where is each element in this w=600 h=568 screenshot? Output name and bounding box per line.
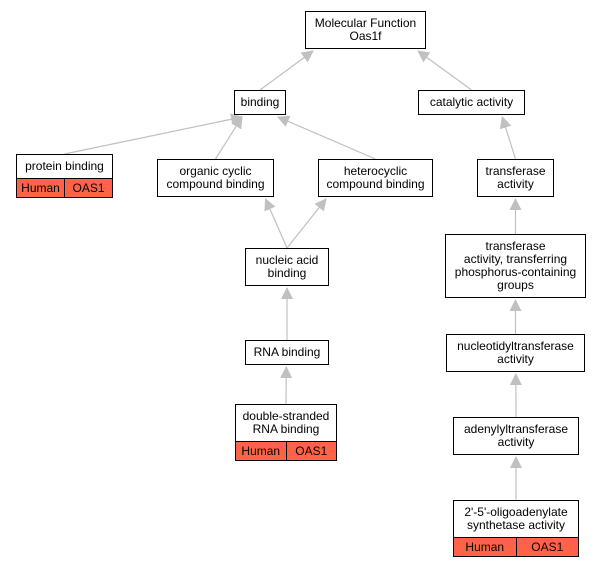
node-nucleic-acid-binding[interactable]: nucleic acid binding bbox=[245, 248, 329, 286]
annotation-gene: OAS1 bbox=[64, 179, 112, 197]
edge-nucleic_acid_binding-to-organic_cyclic_compound_binding bbox=[264, 198, 288, 249]
node-organic-cyclic-compound-binding[interactable]: organic cyclic compound binding bbox=[157, 159, 274, 197]
edge-organic_cyclic_compound_binding-to-binding bbox=[214, 116, 243, 160]
node-transferase-activity[interactable]: transferase activity bbox=[477, 159, 554, 197]
edge-catalytic_activity-to-mf_root bbox=[417, 50, 472, 91]
node-rna-binding[interactable]: RNA binding bbox=[245, 340, 329, 365]
node-label: binding bbox=[240, 95, 280, 109]
node-label: nucleic acid binding bbox=[255, 253, 319, 280]
annotation-species: Human bbox=[21, 181, 60, 195]
node-label: 2'-5'-oligoadenylate synthetase activity bbox=[464, 505, 568, 532]
node-label: protein binding bbox=[25, 159, 104, 173]
node-double-stranded-rna-binding[interactable]: double-stranded RNA binding Human OAS1 bbox=[235, 404, 337, 461]
node-molecular-function-root[interactable]: Molecular Function Oas1f bbox=[305, 11, 426, 49]
annotation-gene: OAS1 bbox=[515, 538, 579, 556]
edge-nucleic_acid_binding-to-heterocyclic_compound_binding bbox=[286, 198, 327, 249]
node-transferase-activity-phosphorus[interactable]: transferase activity, transferring phosp… bbox=[445, 234, 586, 298]
node-label: catalytic activity bbox=[429, 95, 514, 109]
node-label: heterocyclic compound binding bbox=[326, 164, 425, 191]
node-label: transferase activity bbox=[485, 164, 546, 191]
node-label: organic cyclic compound binding bbox=[166, 164, 265, 191]
node-nucleotidyltransferase-activity[interactable]: nucleotidyltransferase activity bbox=[446, 334, 585, 372]
annotation-row: Human OAS1 bbox=[17, 178, 112, 197]
node-protein-binding[interactable]: protein binding Human OAS1 bbox=[16, 154, 113, 198]
node-label: double-stranded RNA binding bbox=[242, 409, 330, 436]
annotation-species: Human bbox=[465, 540, 505, 554]
node-label: transferase activity, transferring phosp… bbox=[454, 239, 577, 292]
node-catalytic-activity[interactable]: catalytic activity bbox=[418, 90, 525, 115]
edge-protein_binding-to-binding bbox=[64, 113, 243, 155]
edge-binding-to-mf_root bbox=[259, 50, 314, 91]
node-adenylyltransferase-activity[interactable]: adenylyltransferase activity bbox=[453, 417, 579, 455]
node-label: RNA binding bbox=[253, 345, 321, 359]
edge-transferase_activity-to-catalytic_activity bbox=[499, 116, 517, 160]
node-label: nucleotidyltransferase activity bbox=[457, 339, 574, 366]
annotation-row: Human OAS1 bbox=[236, 441, 336, 460]
node-label: Molecular Function Oas1f bbox=[314, 16, 417, 43]
annotation-species: Human bbox=[241, 444, 281, 458]
node-oligoadenylate-synthetase-activity[interactable]: 2'-5'-oligoadenylate synthetase activity… bbox=[453, 500, 579, 557]
node-binding[interactable]: binding bbox=[234, 90, 286, 115]
annotation-gene: OAS1 bbox=[285, 442, 337, 460]
annotation-row: Human OAS1 bbox=[454, 537, 578, 556]
node-heterocyclic-compound-binding[interactable]: heterocyclic compound binding bbox=[318, 159, 433, 197]
edge-heterocyclic_compound_binding-to-binding bbox=[277, 115, 376, 160]
node-label: adenylyltransferase activity bbox=[463, 422, 569, 449]
